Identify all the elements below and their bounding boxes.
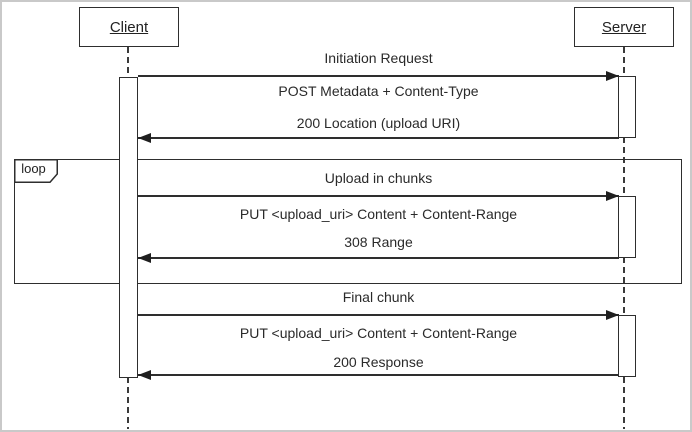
message-arrow-response-2 [138,257,619,259]
label-request-title-2: Upload in chunks [324,170,433,186]
loop-tab-pentagon-icon [13,158,58,183]
label-request-detail-1: POST Metadata + Content-Type [278,83,479,99]
label-request-title-3: Final chunk [342,289,415,305]
activation-server-1 [618,76,636,138]
message-arrow-response-1 [138,137,619,139]
label-response-1: 200 Location (upload URI) [296,115,461,131]
actor-box-client: Client [79,7,179,47]
activation-server-3 [618,315,636,377]
message-arrow-request-1 [138,75,619,77]
actor-box-server: Server [574,7,674,47]
activation-client [119,77,138,378]
arrowhead-left-icon [138,133,151,143]
loop-fragment: loop [13,158,682,284]
message-arrow-request-3 [138,314,619,316]
arrowhead-left-icon [138,253,151,263]
arrowhead-right-icon [606,310,619,320]
label-response-2: 308 Range [344,234,413,250]
label-response-3: 200 Response [333,354,424,370]
actor-label-client: Client [109,18,149,36]
loop-fragment-tab: loop [13,158,58,183]
message-arrow-request-2 [138,195,619,197]
label-request-detail-2: PUT <upload_uri> Content + Content-Range [239,206,518,222]
activation-server-2 [618,196,636,258]
arrowhead-right-icon [606,191,619,201]
loop-label: loop [21,160,46,176]
arrowhead-left-icon [138,370,151,380]
label-request-detail-3: PUT <upload_uri> Content + Content-Range [239,325,518,341]
message-arrow-response-3 [138,374,619,376]
arrowhead-right-icon [606,71,619,81]
label-request-title-1: Initiation Request [324,50,433,66]
actor-label-server: Server [601,18,647,36]
